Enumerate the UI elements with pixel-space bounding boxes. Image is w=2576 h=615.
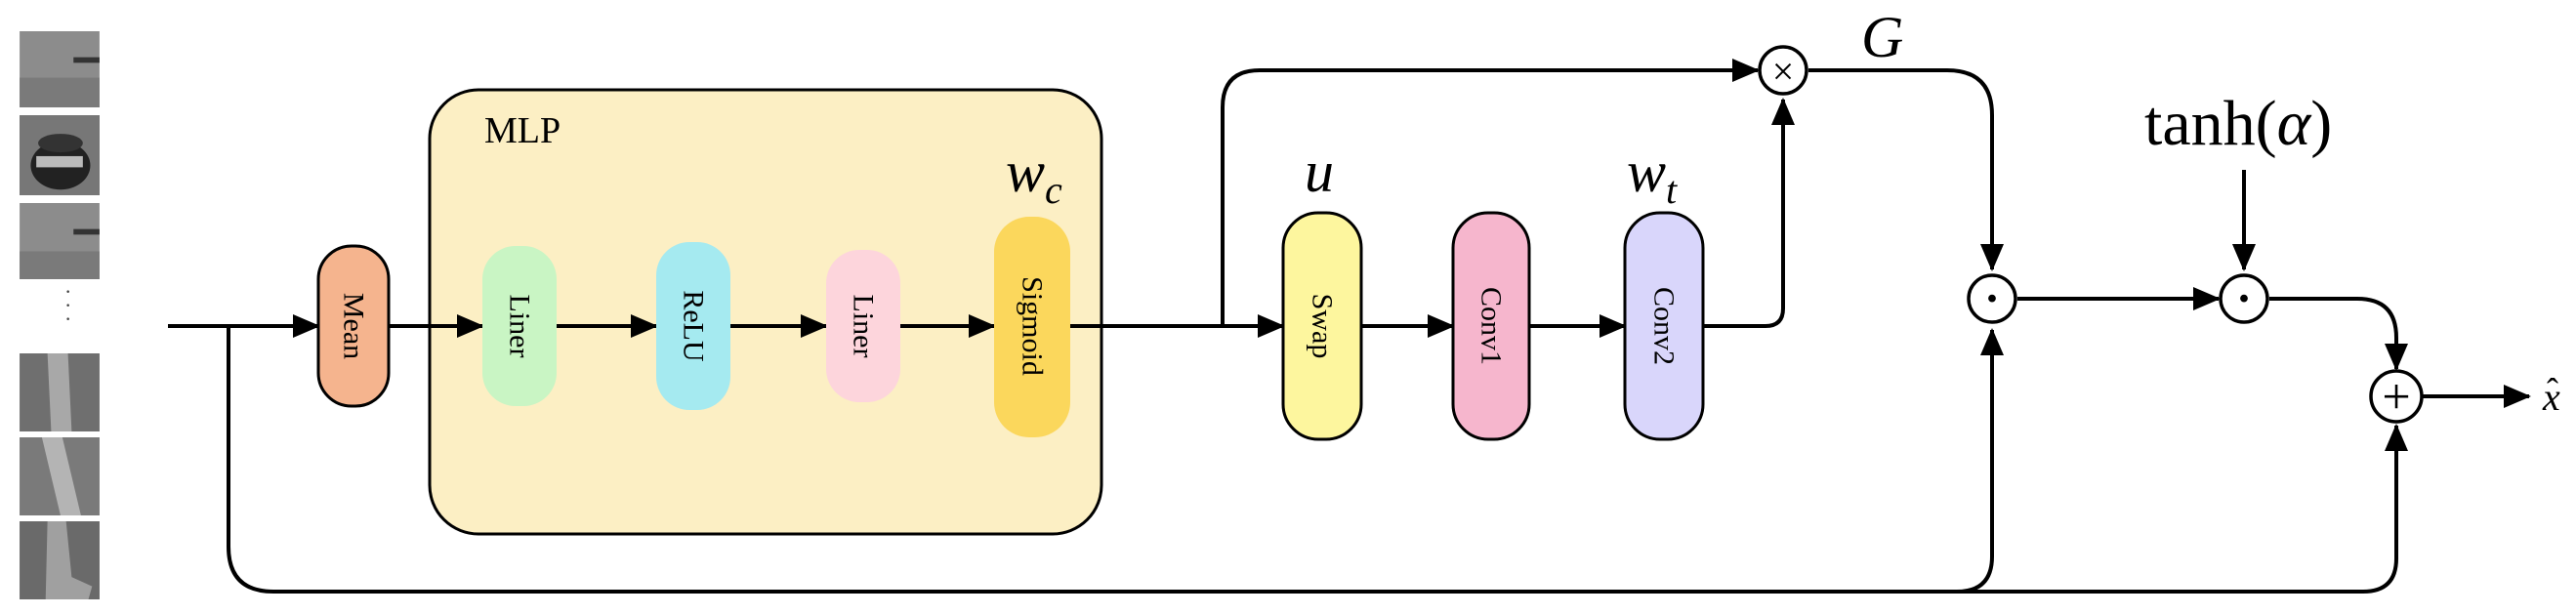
skip-connection-path xyxy=(227,326,2004,594)
node-sigmoid: Sigmoid xyxy=(994,217,1070,437)
node-swap: Swap xyxy=(1281,211,1363,441)
input-frame-thumbnail xyxy=(18,113,102,197)
label-wt-base: w xyxy=(1627,140,1666,204)
arrow-hadamard2-to-add xyxy=(2269,297,2408,371)
arrow-multiply-to-hadamard1 xyxy=(1808,68,2004,271)
node-relu: ReLU xyxy=(656,242,730,410)
input-frame-thumbnail xyxy=(18,29,102,109)
arrow-conv2-to-multiply xyxy=(1703,98,1795,328)
arrow-wc-to-multiply xyxy=(1221,59,1760,326)
input-frame-thumbnail xyxy=(18,351,102,433)
node-conv1: Conv1 xyxy=(1451,211,1531,441)
connections xyxy=(168,59,2531,594)
node-conv1-label: Conv1 xyxy=(1475,287,1508,365)
add-operator: + xyxy=(2369,369,2424,426)
node-conv2: Conv2 xyxy=(1623,211,1705,441)
mlp-group-label: MLP xyxy=(484,110,561,151)
node-liner-2: Liner xyxy=(826,250,900,402)
node-liner-2-label: Liner xyxy=(848,295,880,358)
label-tanh-alpha: tanh(α) xyxy=(2144,88,2332,159)
hadamard-symbol-2: · xyxy=(2236,273,2252,325)
hadamard-symbol-1: · xyxy=(1984,273,2000,325)
node-sigmoid-label: Sigmoid xyxy=(1017,276,1049,376)
label-wc-base: w xyxy=(1006,140,1045,204)
node-conv2-label: Conv2 xyxy=(1648,287,1681,365)
label-output-hat: ˆ xyxy=(2547,371,2558,410)
add-symbol: + xyxy=(2382,370,2410,426)
label-output-x: x xyxy=(2542,375,2560,419)
label-tanh-suffix: ) xyxy=(2310,88,2332,159)
node-mean-label: Mean xyxy=(338,293,370,359)
node-relu-label: ReLU xyxy=(678,290,710,362)
hadamard-operator-1: · xyxy=(1967,273,2017,325)
label-wc-sub: c xyxy=(1045,168,1062,212)
multiply-symbol: × xyxy=(1772,50,1795,94)
label-tanh-alpha-symbol: α xyxy=(2277,88,2312,159)
label-wc: wc xyxy=(1006,140,1062,212)
node-swap-label: Swap xyxy=(1307,294,1339,359)
ellipsis-dots: ··· xyxy=(64,279,72,331)
label-wt: wt xyxy=(1627,140,1678,212)
node-mean: Mean xyxy=(316,244,391,408)
input-frame-thumbnail xyxy=(18,201,102,281)
input-frame-thumbnail xyxy=(18,435,102,517)
hadamard-operator-2: · xyxy=(2219,273,2269,325)
node-liner-1: Liner xyxy=(482,246,557,406)
label-tanh-prefix: tanh( xyxy=(2144,88,2277,159)
residual-connection-path xyxy=(1957,424,2408,594)
multiply-operator: × xyxy=(1758,45,1808,96)
mlp-group-box xyxy=(428,88,1103,536)
label-G: G xyxy=(1861,5,1903,69)
input-frame-thumbnail xyxy=(18,519,102,601)
label-wt-sub: t xyxy=(1666,168,1678,212)
label-u: u xyxy=(1305,140,1334,204)
node-liner-1-label: Liner xyxy=(504,295,536,358)
